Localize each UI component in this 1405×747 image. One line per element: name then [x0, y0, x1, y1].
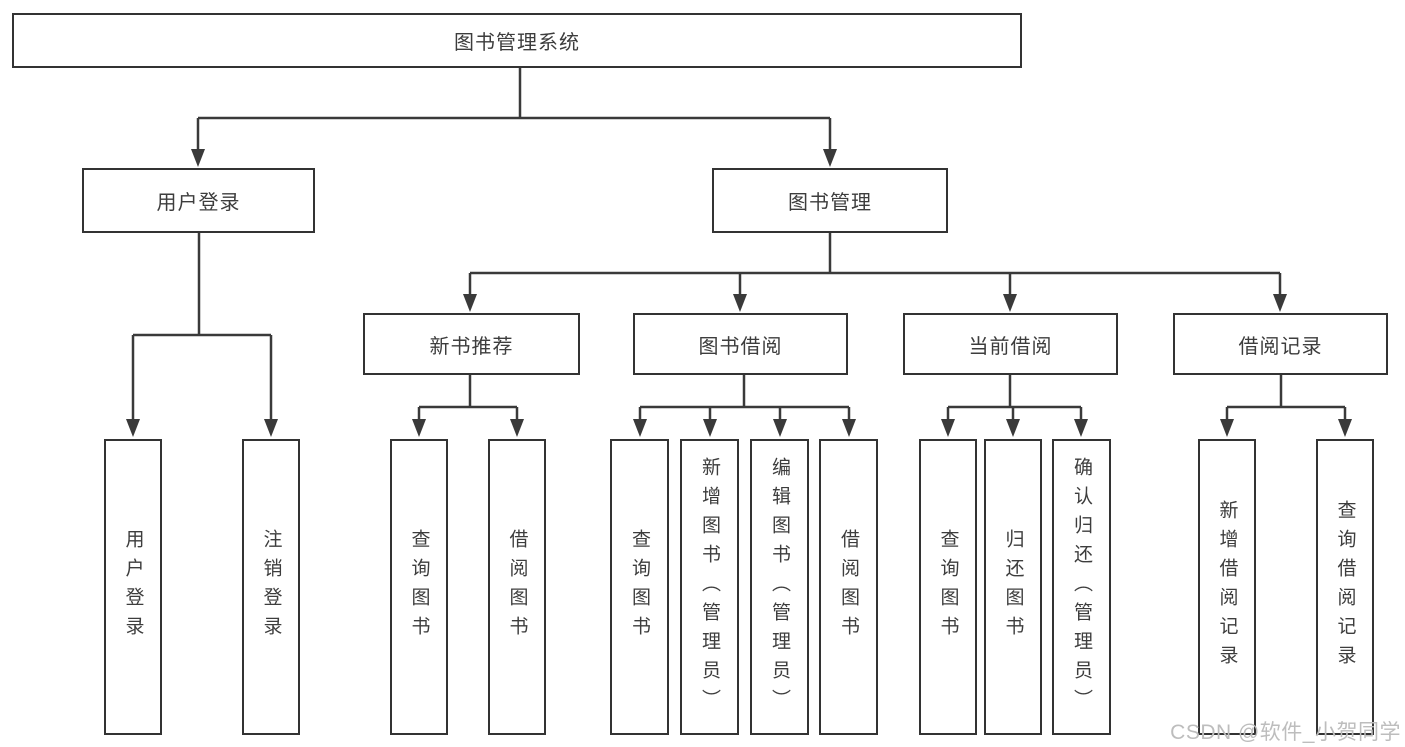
- node-label: 新增图书（管理员）: [699, 456, 720, 718]
- connector-user-login-children: [126, 233, 278, 437]
- node-label: 归还图书: [1002, 529, 1024, 645]
- node-user-login: 用户登录: [82, 168, 315, 233]
- connector-borrowing-records-children: [1220, 375, 1352, 437]
- node-borrowing-records: 借阅记录: [1173, 313, 1388, 375]
- node-leaf-add-books-admin: 新增图书（管理员）: [680, 439, 739, 735]
- node-label: 查询借阅记录: [1334, 500, 1356, 674]
- connector-book-borrowing-children: [633, 375, 856, 437]
- node-label: 注销登录: [260, 529, 282, 645]
- node-leaf-edit-books-admin: 编辑图书（管理员）: [750, 439, 809, 735]
- node-label: 借阅记录: [1238, 335, 1323, 358]
- node-label: 新书推荐: [429, 335, 514, 358]
- node-label: 查询图书: [408, 529, 430, 645]
- node-label: 用户登录: [156, 192, 241, 214]
- node-leaf-query-borrow-record: 查询借阅记录: [1316, 439, 1374, 735]
- node-label: 查询图书: [937, 529, 959, 645]
- node-label: 查询图书: [629, 529, 650, 645]
- node-leaf-add-borrow-record: 新增借阅记录: [1198, 439, 1256, 735]
- node-leaf-borrow-books-2: 借阅图书: [819, 439, 878, 735]
- connector-book-management-children: [463, 233, 1287, 312]
- node-label: 图书管理系统: [454, 32, 580, 54]
- node-label: 借阅图书: [506, 529, 528, 645]
- node-current-borrowing: 当前借阅: [903, 313, 1118, 375]
- node-label: 用户登录: [122, 529, 144, 645]
- node-leaf-borrow-books-1: 借阅图书: [488, 439, 546, 735]
- node-book-borrowing: 图书借阅: [633, 313, 848, 375]
- node-new-book-recommendation: 新书推荐: [363, 313, 580, 375]
- node-label: 借阅图书: [838, 529, 859, 645]
- node-label: 新增借阅记录: [1216, 500, 1238, 674]
- node-label: 确认归还（管理员）: [1071, 456, 1092, 718]
- node-leaf-user-login: 用户登录: [104, 439, 162, 735]
- node-leaf-return-books: 归还图书: [984, 439, 1042, 735]
- connector-root-to-level2: [191, 68, 837, 167]
- watermark-text: CSDN @软件_小贺同学: [1170, 721, 1401, 744]
- node-leaf-query-books-2: 查询图书: [610, 439, 669, 735]
- node-leaf-confirm-return-admin: 确认归还（管理员）: [1052, 439, 1111, 735]
- node-library-management-system: 图书管理系统: [12, 13, 1022, 68]
- connector-new-book-recommendation-children: [412, 375, 524, 437]
- connector-current-borrowing-children: [941, 375, 1088, 437]
- node-label: 编辑图书（管理员）: [769, 456, 790, 718]
- node-book-management: 图书管理: [712, 168, 948, 233]
- node-leaf-query-books-3: 查询图书: [919, 439, 977, 735]
- node-label: 图书借阅: [698, 335, 783, 358]
- node-label: 当前借阅: [968, 335, 1053, 358]
- node-leaf-logout: 注销登录: [242, 439, 300, 735]
- node-leaf-query-books-1: 查询图书: [390, 439, 448, 735]
- node-label: 图书管理: [788, 192, 872, 214]
